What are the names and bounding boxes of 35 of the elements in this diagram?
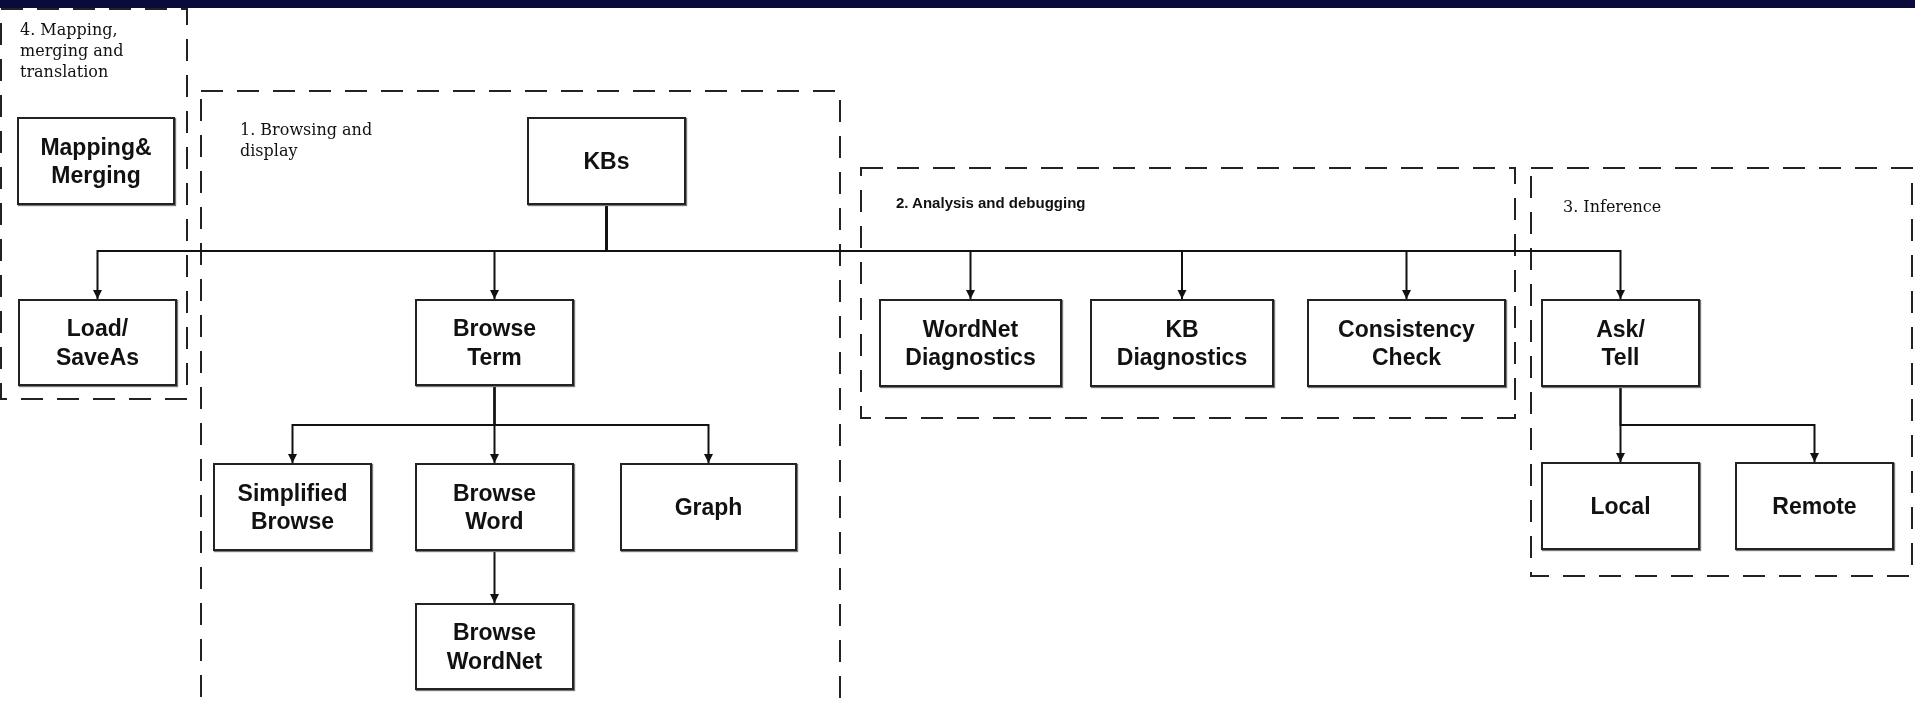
process-box bbox=[879, 299, 1062, 387]
process-box bbox=[415, 463, 574, 551]
box-label: Graph bbox=[674, 492, 743, 521]
box-label: Ask/ Tell bbox=[1596, 314, 1645, 372]
arrow bbox=[490, 550, 499, 604]
process-box bbox=[17, 117, 175, 205]
process-box bbox=[415, 299, 574, 386]
process-box bbox=[213, 463, 372, 551]
arrow bbox=[493, 385, 713, 464]
process-box bbox=[527, 117, 686, 205]
group-label: 4. Mapping, merging and translation bbox=[20, 20, 125, 83]
process-box bbox=[18, 299, 177, 386]
group-label: 3. Inference bbox=[1563, 197, 1663, 218]
process-box bbox=[1090, 299, 1274, 387]
box-label: KBs bbox=[583, 146, 630, 175]
process-box bbox=[1307, 299, 1506, 387]
arrow bbox=[1619, 386, 1819, 463]
box-label: WordNet Diagnostics bbox=[905, 314, 1036, 372]
box-label: Local bbox=[1590, 491, 1651, 520]
box-label: Browse Word bbox=[452, 478, 537, 536]
box-label: Remote bbox=[1772, 491, 1857, 520]
box-label: KB Diagnostics bbox=[1116, 314, 1248, 372]
process-box bbox=[1541, 299, 1700, 387]
process-box bbox=[1735, 462, 1894, 550]
box-label: Browse Term bbox=[452, 314, 537, 371]
process-box bbox=[1541, 462, 1700, 550]
box-label: Consistency Check bbox=[1338, 314, 1475, 372]
process-box bbox=[415, 603, 574, 690]
box-label: Simplified Browse bbox=[237, 478, 348, 536]
box-label: Browse WordNet bbox=[446, 618, 543, 675]
box-label: Mapping& Merging bbox=[40, 132, 152, 190]
group-label: 1. Browsing and display bbox=[240, 120, 374, 162]
box-label: Load/ SaveAs bbox=[55, 314, 140, 371]
process-box bbox=[620, 463, 797, 551]
group-label: 2. Analysis and debugging bbox=[896, 193, 1087, 213]
